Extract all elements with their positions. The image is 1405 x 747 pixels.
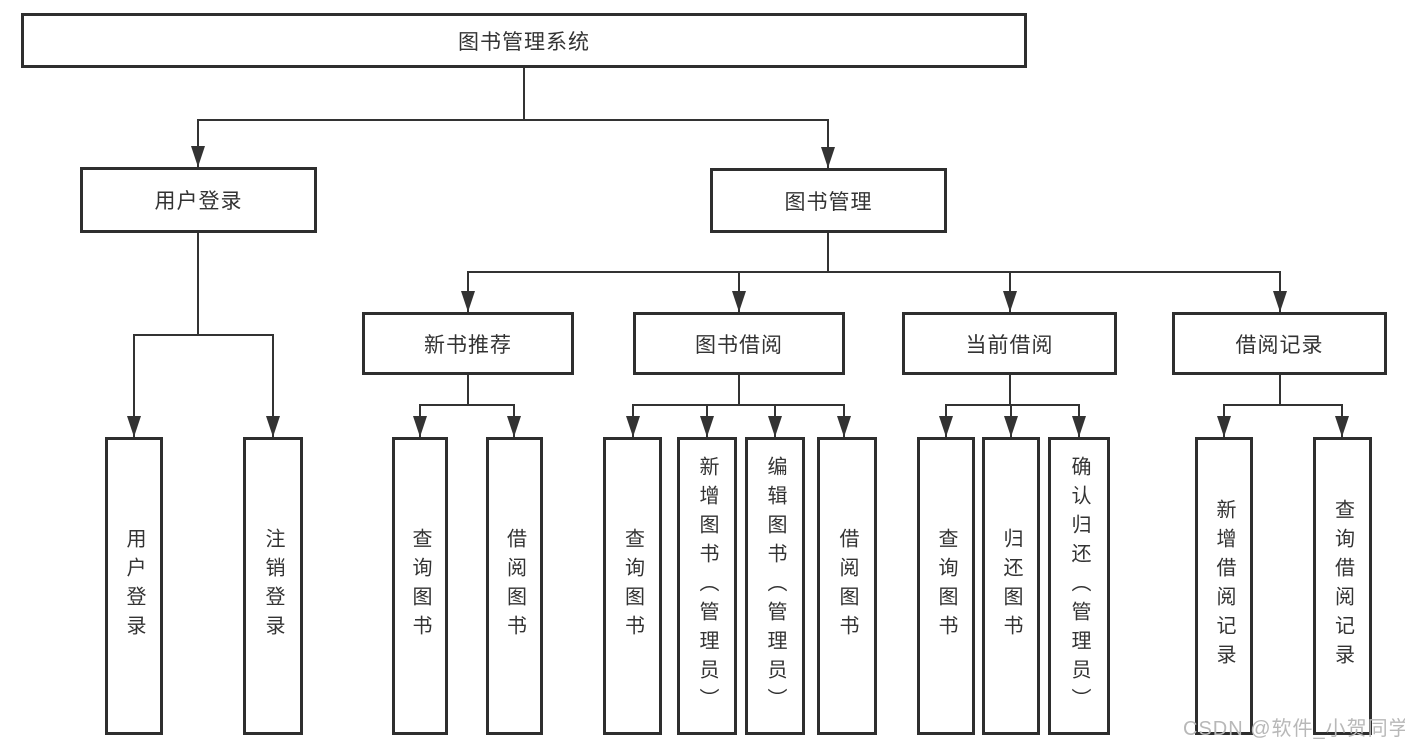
node-new-book-recommend-label: 新书推荐 (424, 333, 512, 357)
arrow-down-icon (768, 416, 782, 437)
node-current-borrow-label: 当前借阅 (965, 333, 1054, 357)
connector-book-management-stub (827, 233, 829, 273)
arrow-down-icon (1004, 416, 1018, 437)
leaf-add-borrow-record: 新增借阅记录 (1195, 437, 1253, 735)
arrow-down-icon (939, 416, 953, 437)
leaf-user-login: 用户登录 (105, 437, 163, 735)
node-user-login: 用户登录 (80, 167, 317, 233)
connector-module-stub (738, 375, 740, 406)
leaf-query-books-2-label: 查询图书 (621, 528, 644, 644)
leaf-logout-label: 注销登录 (262, 528, 284, 644)
arrow-down-icon (461, 291, 475, 312)
connector-drop-leaf (133, 334, 135, 437)
arrow-down-icon (1003, 291, 1017, 312)
arrow-down-icon (1335, 416, 1349, 437)
node-borrow-records: 借阅记录 (1172, 312, 1387, 375)
node-borrow-records-label: 借阅记录 (1235, 333, 1324, 357)
arrow-down-icon (732, 291, 746, 312)
leaf-query-books-2: 查询图书 (603, 437, 662, 735)
leaf-query-books-1-label: 查询图书 (409, 528, 431, 644)
leaf-borrow-books-2-label: 借阅图书 (836, 528, 858, 644)
node-new-book-recommend: 新书推荐 (362, 312, 574, 375)
arrow-down-icon (821, 147, 835, 168)
arrow-down-icon (507, 416, 521, 437)
leaf-add-books-admin-label: 新增图书（管理员） (696, 455, 718, 717)
node-root: 图书管理系统 (21, 13, 1027, 68)
connector-module-rail (632, 404, 844, 406)
node-current-borrow: 当前借阅 (902, 312, 1117, 375)
leaf-edit-books-admin: 编辑图书（管理员） (745, 437, 805, 735)
leaf-return-books: 归还图书 (982, 437, 1040, 735)
leaf-query-books-3-label: 查询图书 (935, 528, 957, 644)
arrow-down-icon (191, 146, 205, 167)
leaf-borrow-books-2: 借阅图书 (817, 437, 877, 735)
arrow-down-icon (1072, 416, 1086, 437)
connector-module-rail (945, 404, 1080, 406)
connector-module-stub (467, 375, 469, 406)
node-book-management: 图书管理 (710, 168, 947, 233)
arrow-down-icon (127, 416, 141, 437)
csdn-watermark: CSDN @软件_小贺同学 (1183, 718, 1405, 740)
connector-root-rail (197, 119, 829, 121)
connector-drop-book-management (827, 119, 829, 168)
arrow-down-icon (626, 416, 640, 437)
arrow-down-icon (1217, 416, 1231, 437)
leaf-query-books-3: 查询图书 (917, 437, 975, 735)
node-book-borrow-label: 图书借阅 (695, 333, 783, 357)
arrow-down-icon (413, 416, 427, 437)
connector-root-stub (523, 68, 525, 121)
node-book-management-label: 图书管理 (784, 190, 873, 214)
connector-book-management-rail (467, 271, 1281, 273)
leaf-add-borrow-record-label: 新增借阅记录 (1213, 499, 1235, 673)
leaf-borrow-books-1: 借阅图书 (486, 437, 543, 735)
arrow-down-icon (1273, 291, 1287, 312)
connector-user-login-stub (197, 233, 199, 336)
leaf-return-books-label: 归还图书 (1000, 528, 1022, 644)
leaf-user-login-label: 用户登录 (123, 528, 145, 644)
leaf-query-borrow-record-label: 查询借阅记录 (1331, 499, 1354, 673)
leaf-confirm-return-admin-label: 确认归还（管理员） (1068, 455, 1090, 717)
connector-module-rail (419, 404, 515, 406)
leaf-edit-books-admin-label: 编辑图书（管理员） (764, 455, 786, 717)
arrow-down-icon (266, 416, 280, 437)
connector-drop-leaf (272, 334, 274, 437)
connector-module-stub (1279, 375, 1281, 406)
connector-user-login-rail (133, 334, 274, 336)
node-root-label: 图书管理系统 (458, 30, 590, 54)
arrow-down-icon (700, 416, 714, 437)
leaf-query-borrow-record: 查询借阅记录 (1313, 437, 1372, 735)
node-user-login-label: 用户登录 (154, 190, 243, 213)
connector-drop-user-login (197, 119, 199, 167)
node-book-borrow: 图书借阅 (633, 312, 845, 375)
leaf-logout: 注销登录 (243, 437, 303, 735)
leaf-add-books-admin: 新增图书（管理员） (677, 437, 737, 735)
leaf-confirm-return-admin: 确认归还（管理员） (1048, 437, 1110, 735)
leaf-query-books-1: 查询图书 (392, 437, 448, 735)
arrow-down-icon (837, 416, 851, 437)
connector-module-rail (1223, 404, 1343, 406)
connector-module-stub (1009, 375, 1011, 406)
leaf-borrow-books-1-label: 借阅图书 (503, 528, 526, 644)
